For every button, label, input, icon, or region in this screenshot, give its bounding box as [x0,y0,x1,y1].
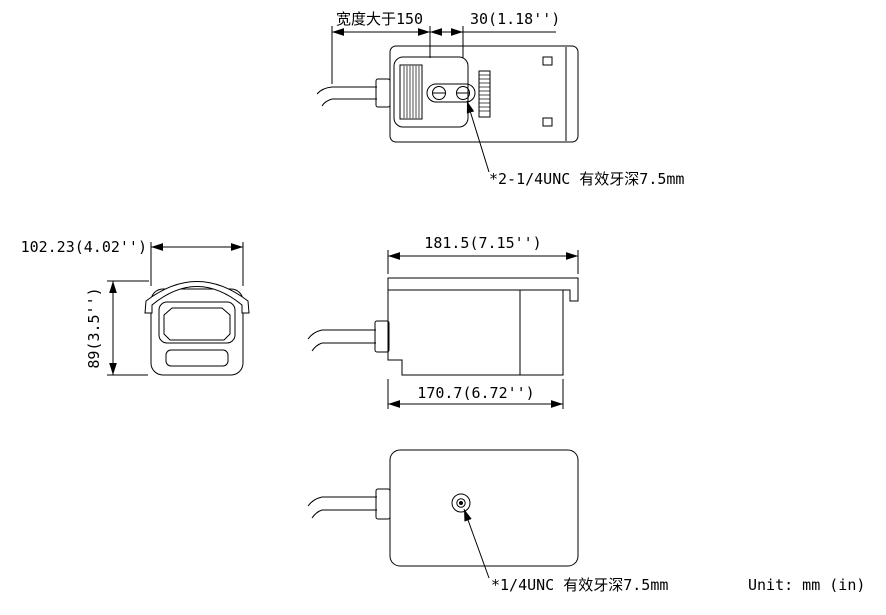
side-length-dimension: 181.5(7.15'') [387,234,579,274]
side-body-length-label: 170.7(6.72'') [417,384,534,402]
bottom-cable [307,496,377,519]
top-tab-lower [542,117,553,127]
front-height-dimension: 89(3.5'') [85,280,149,376]
leader-line [466,100,490,173]
front-height-dim-label: 89(3.5'') [85,287,103,368]
front-view: 102.23(4.02'') 89(3.5'') [21,238,250,376]
top-dimensions: 宽度大于150 30(1.18'') [331,10,560,84]
top-mount-slot [478,70,491,118]
top-view: 宽度大于150 30(1.18'') *2-1/4UNC 有效牙深7.5mm [316,10,684,188]
front-body-outline [150,288,244,376]
top-heatsink-texture [399,64,423,120]
side-cable [307,329,376,352]
side-body-outline [387,290,564,376]
bottom-thread-callout: *1/4UNC 有效牙深7.5mm [463,508,668,594]
front-lens-window [163,307,231,341]
front-width-dimension: 102.23(4.02'') [21,238,244,286]
top-tab-upper [542,56,553,66]
top-body-outline [389,45,579,143]
front-width-dim-label: 102.23(4.02'') [21,238,147,256]
top-cable [316,86,377,107]
top-mount-screws [426,83,476,103]
bottom-body-outline [389,449,579,567]
leader-line [463,508,490,579]
top-thread-note: *2-1/4UNC 有效牙深7.5mm [489,170,684,188]
front-inner-face [158,301,236,344]
side-view: 181.5(7.15'') 170.7(6.72'') [307,234,579,409]
bottom-mount-hole [451,493,471,513]
top-mount-module [393,56,469,128]
top-thread-callout: *2-1/4UNC 有效牙深7.5mm [466,100,684,188]
side-overall-length-label: 181.5(7.15'') [424,234,541,252]
top-clearance-dim-label: 宽度大于150 [336,10,423,28]
top-offset-dim-label: 30(1.18'') [470,10,560,28]
side-cable-gland [374,320,390,353]
bottom-view: *1/4UNC 有效牙深7.5mm [307,449,668,594]
front-sunshield [144,281,250,314]
unit-note: Unit: mm (in) [748,576,865,594]
front-ir-window [165,349,229,367]
side-body-length-dimension: 170.7(6.72'') [387,379,564,409]
bottom-thread-note: *1/4UNC 有效牙深7.5mm [491,576,668,594]
